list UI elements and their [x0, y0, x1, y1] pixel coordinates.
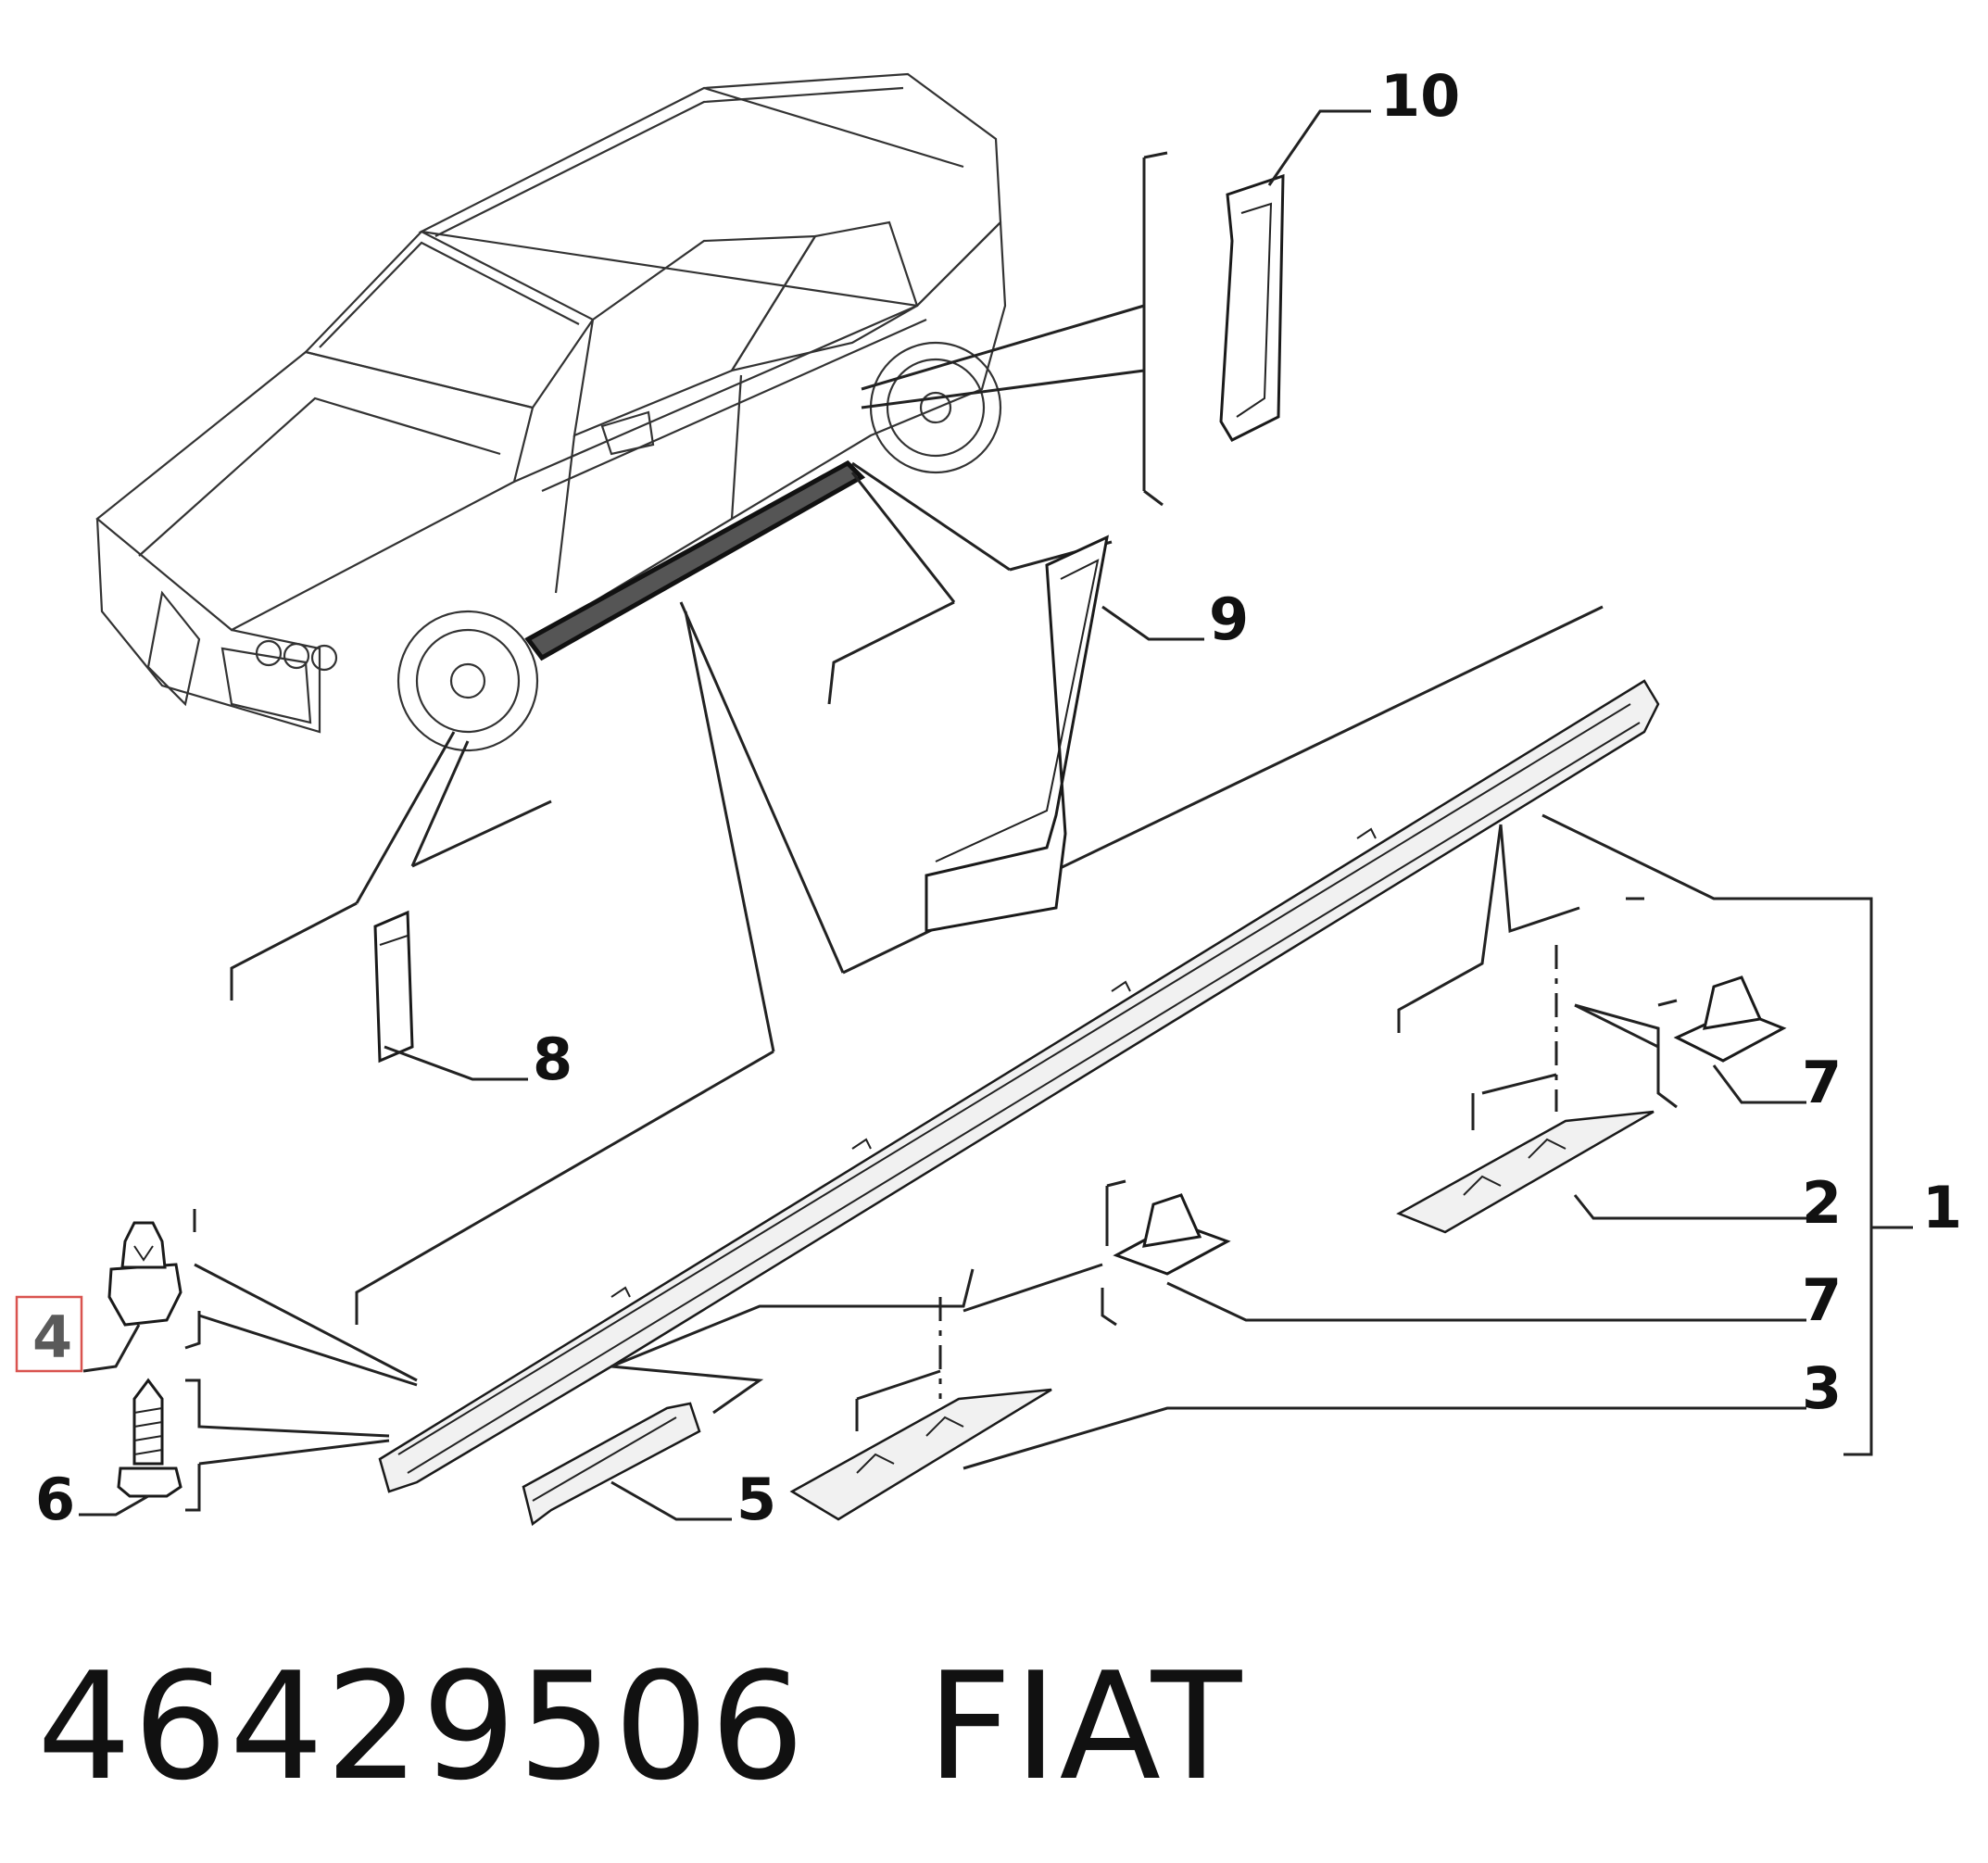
callout-8: 8	[533, 1026, 572, 1093]
part-2-clip-plate	[1396, 945, 1806, 1234]
part-4-push-clip	[82, 1209, 418, 1387]
callout-6: 6	[35, 1466, 75, 1533]
part-1-bracket	[1541, 813, 1913, 1456]
callout-7-lower: 7	[1802, 1266, 1842, 1334]
callout-9: 9	[1209, 585, 1249, 653]
part-7-lower-clip	[963, 1179, 1806, 1327]
car-illustration	[95, 72, 1007, 752]
part-3-clip-plate	[789, 1297, 1806, 1521]
part-5-seal-strip	[522, 1402, 732, 1527]
callout-2: 2	[1802, 1169, 1842, 1237]
callout-5: 5	[736, 1466, 776, 1533]
callout-4: 4	[32, 1303, 72, 1371]
part-10-pillar-trim	[1219, 109, 1371, 442]
part-7-upper-clip	[1574, 976, 1806, 1109]
callout-labels: 10 9 8 7 2 1 7 3 5 6 4	[15, 62, 1962, 1533]
part-8-small-trim	[373, 910, 528, 1081]
callout-10: 10	[1380, 62, 1460, 130]
part-2-3-bracket-lines	[1397, 824, 1644, 1033]
sill-lower-leaders	[610, 1268, 975, 1415]
callout-1: 1	[1922, 1174, 1962, 1241]
part-6-screw	[79, 1378, 390, 1517]
callout-4-highlight-box	[15, 1295, 83, 1373]
brand-name: FIAT	[926, 1640, 1244, 1813]
part-number: 46429506	[37, 1640, 807, 1813]
callout-7-upper: 7	[1802, 1049, 1842, 1116]
part-number-footer: 46429506 FIAT	[37, 1640, 1364, 1813]
callout-3: 3	[1802, 1354, 1842, 1422]
side-skirt-sill-panel	[378, 679, 1660, 1493]
part-9-b-pillar-trim	[925, 535, 1204, 933]
